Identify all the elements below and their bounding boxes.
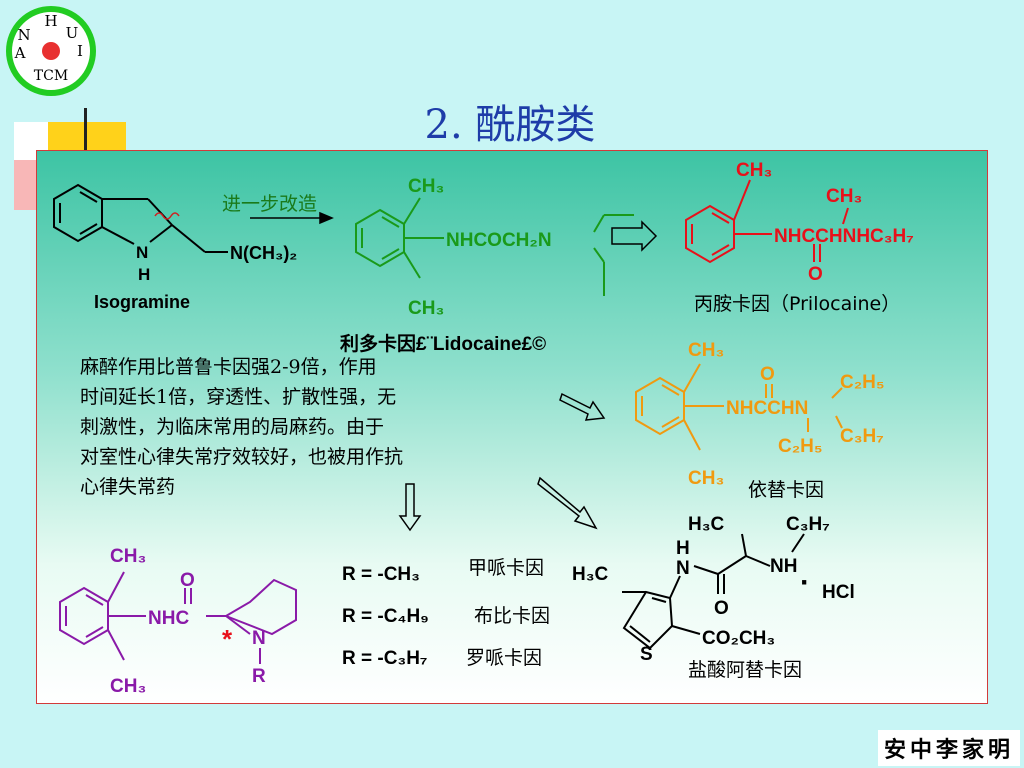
etidocaine-top-group: CH₃ [688,340,724,361]
description-line: 对室性心律失常疗效较好，也被用作抗 [80,446,404,468]
modification-arrow [250,211,334,225]
prilocaine-chain: NHCCHNHC₃H₇ [774,226,914,247]
logo-bottom-text: TCM [34,68,68,84]
articaine-h3c-top: H₃C [688,514,725,535]
prilocaine-ring-group: CH₃ [736,160,772,181]
isogramine-substituent: N(CH₃)₂ [230,243,297,263]
prilocaine-branch-group: CH₃ [826,186,862,207]
isogramine-name: Isogramine [94,292,190,312]
r-variant-formula: R = -CH₃ [342,564,420,585]
lidocaine-top-group: CH₃ [408,176,444,197]
prilocaine-oxygen: O [808,264,823,285]
logo-red-ball [42,42,60,60]
r-variant-name: 甲哌卡因 [468,557,544,579]
lidocaine-description: 麻醉作用比普鲁卡因强2-9倍，作用 时间延长1倍，穿透性、扩散性强，无 刺激性，… [80,352,540,502]
logo-letter-n: N [17,26,30,44]
pipecoloxylidide-structure [59,571,297,664]
isogramine-n-label: N [136,243,148,262]
isogramine-h-label: H [138,265,150,284]
pipecoloxylidide-star: * [222,624,233,654]
pipecoloxylidide-n-label: N [252,628,266,649]
lidocaine-chain: NHCOCH₂N [446,230,552,251]
hollow-arrow-to-etidocaine [559,392,606,421]
hollow-arrow-down [398,483,422,532]
etidocaine-bottom-group: CH₃ [688,468,724,489]
articaine-name: 盐酸阿替卡因 [688,659,802,681]
description-line: 刺激性，为临床常用的局麻药。由于 [80,416,385,438]
etidocaine-oxygen: O [760,364,775,385]
r-variant-formula: R = -C₃H₇ [342,648,428,669]
etidocaine-chain: NHCCHN [726,398,808,419]
hollow-arrow-to-articaine [537,476,598,530]
author-signature: 安中李家明 [877,730,1020,766]
pipecoloxylidide-amide: NHC [148,608,189,629]
r-variant-name: 布比卡因 [474,605,550,627]
lidocaine-structure [355,197,634,296]
description-line: 时间延长1倍，穿透性、扩散性强，无 [80,386,397,408]
hollow-arrow-right [611,220,658,252]
etidocaine-lower-ethyl: C₂H₅ [778,436,823,457]
etidocaine-structure [635,363,843,451]
r-variant-name: 罗哌卡因 [466,647,542,669]
articaine-s-label: S [640,644,653,665]
pipecoloxylidide-r-label: R [252,666,266,687]
etidocaine-propyl: C₃H₇ [840,426,884,447]
description-line: 心律失常药 [80,476,176,498]
articaine-ester: CO₂CH₃ [702,628,775,649]
lidocaine-bottom-group: CH₃ [408,298,444,319]
articaine-h3c-left: H₃C [572,564,609,585]
slide-title: 2. 酰胺类 [424,102,596,148]
university-logo: H U I N A TCM [6,6,96,96]
prilocaine-structure [685,179,849,264]
description-line: 麻醉作用比普鲁卡因强2-9倍，作用 [80,356,377,378]
articaine-hcl: HCl [822,582,855,603]
prilocaine-name: 丙胺卡因（Prilocaine） [694,293,900,315]
articaine-h-label: H [676,538,690,559]
articaine-n-label: N [676,558,690,579]
articaine-dot: · [800,566,810,599]
articaine-nh-label: NH [770,556,797,577]
articaine-oxygen: O [714,598,729,619]
logo-letter-i: I [77,42,83,60]
modification-arrow-label: 进一步改造 [222,193,317,215]
articaine-structure [622,533,805,650]
etidocaine-upper-ethyl: C₂H₅ [840,372,885,393]
r-variant-formula: R = -C₄H₉ [342,606,429,627]
pipecoloxylidide-bottom-group: CH₃ [110,676,146,697]
articaine-c3h7: C₃H₇ [786,514,830,535]
logo-letter-h: H [44,12,57,30]
pipecoloxylidide-top-group: CH₃ [110,546,146,567]
etidocaine-name: 依替卡因 [748,479,824,501]
logo-letter-u: U [66,24,79,42]
lidocaine-name: 利多卡因£¨Lidocaine£© [340,332,546,355]
isogramine-structure [53,183,228,253]
pipecoloxylidide-oxygen: O [180,570,195,591]
logo-letter-a: A [14,44,26,62]
